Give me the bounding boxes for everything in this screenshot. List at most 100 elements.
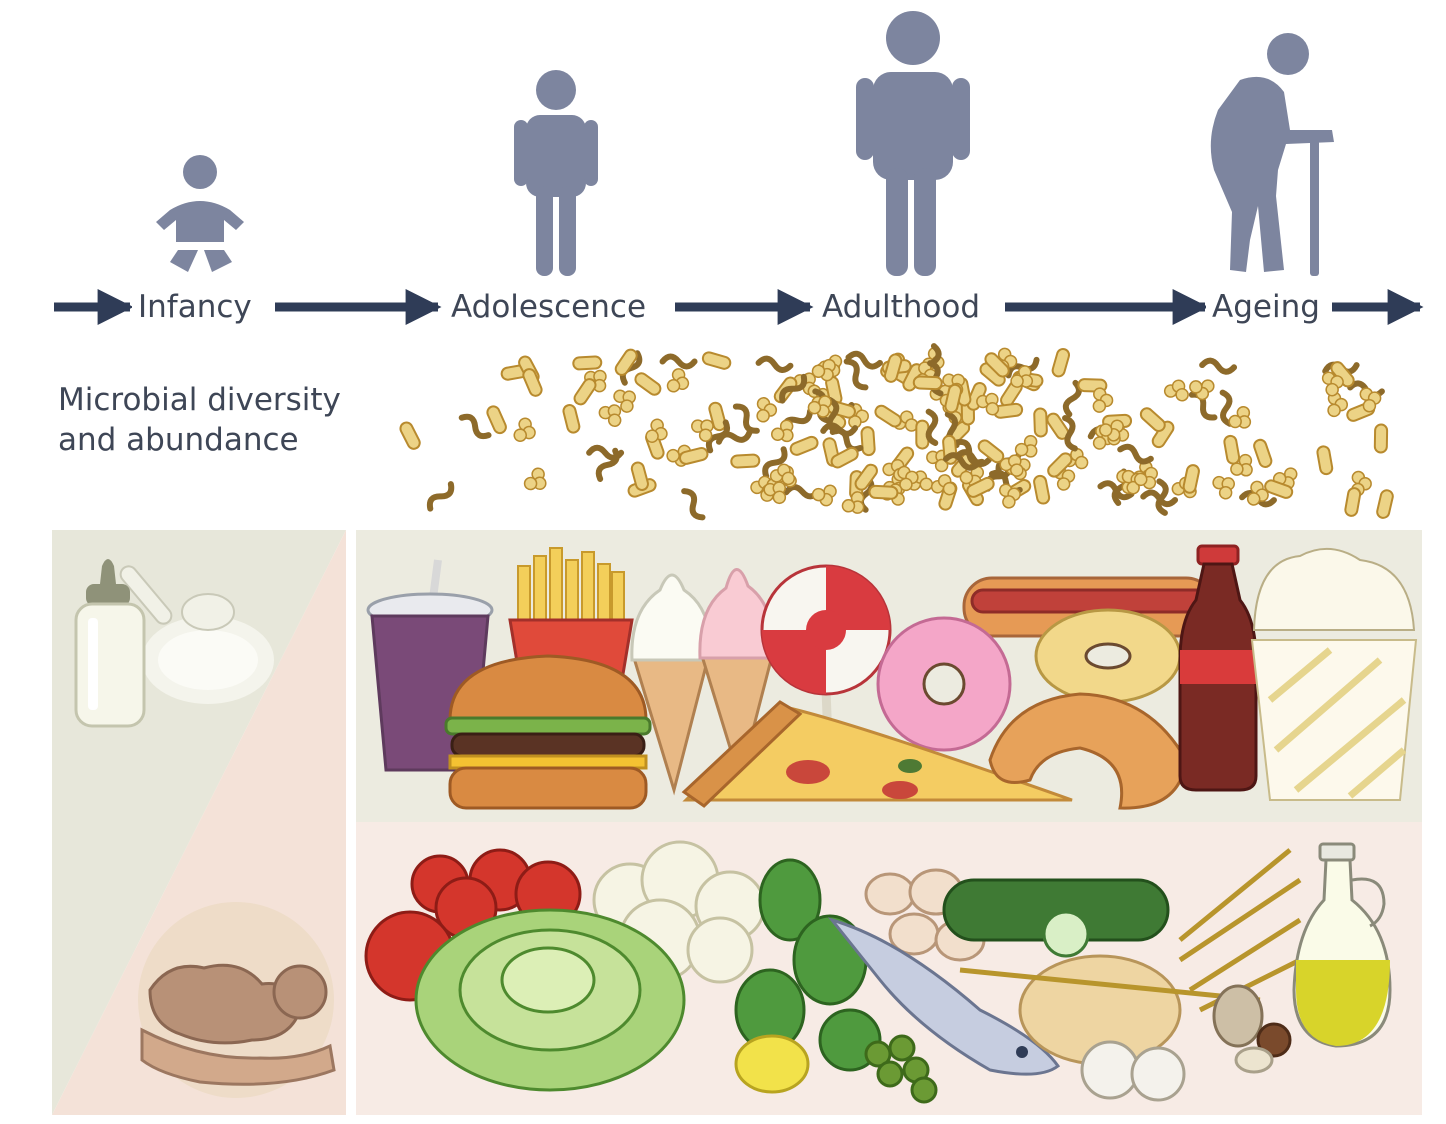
microbe bbox=[1359, 387, 1382, 413]
lettuce-icon bbox=[414, 908, 686, 1092]
microbe bbox=[630, 461, 649, 491]
stage-label-adolescence: Adolescence bbox=[445, 286, 653, 328]
croissant-icon bbox=[988, 692, 1188, 810]
donut-icon bbox=[1034, 608, 1182, 704]
microbe bbox=[1253, 438, 1273, 468]
infant-feeding-panel bbox=[52, 530, 346, 1115]
microbe bbox=[820, 422, 859, 437]
microbe bbox=[1228, 405, 1252, 429]
baby-icon bbox=[156, 155, 244, 272]
microbe bbox=[1212, 475, 1235, 500]
microbe bbox=[1140, 489, 1179, 508]
microbe bbox=[1373, 423, 1389, 454]
stage-label-adulthood: Adulthood bbox=[816, 286, 987, 328]
garlic-icon bbox=[1080, 1040, 1186, 1102]
formula-scoop-icon bbox=[119, 565, 274, 704]
microbe bbox=[944, 383, 962, 414]
microbe bbox=[399, 421, 421, 450]
microbe bbox=[1182, 464, 1200, 494]
microbe-label: Microbial diversity and abundance bbox=[58, 380, 341, 460]
lemon-icon bbox=[734, 1034, 810, 1094]
burger-icon bbox=[444, 654, 652, 810]
microbe bbox=[1327, 391, 1349, 418]
microbe bbox=[659, 353, 698, 370]
microbe bbox=[925, 408, 939, 446]
microbe bbox=[999, 483, 1021, 509]
microbe bbox=[883, 353, 903, 383]
microbe bbox=[807, 395, 832, 418]
microbe bbox=[1316, 445, 1334, 476]
microbe-label-line2: and abundance bbox=[58, 422, 299, 458]
microbe bbox=[897, 465, 919, 492]
microbe bbox=[930, 474, 957, 496]
microbe bbox=[666, 368, 690, 393]
microbe bbox=[613, 389, 636, 413]
microbe bbox=[1133, 466, 1158, 490]
olive-oil-bottle-icon bbox=[1292, 842, 1392, 1048]
fish-icon bbox=[827, 917, 1061, 1076]
microbe bbox=[708, 401, 727, 432]
stage-label-infancy: Infancy bbox=[132, 286, 258, 328]
microbe bbox=[634, 372, 662, 396]
microbe bbox=[681, 488, 706, 521]
microbe bbox=[789, 435, 819, 456]
stage-label-ageing: Ageing bbox=[1206, 286, 1326, 328]
healthy-foods bbox=[364, 840, 1392, 1104]
microbe bbox=[841, 491, 865, 514]
microbe bbox=[843, 358, 869, 391]
microbe bbox=[1219, 389, 1233, 427]
microbe bbox=[1344, 487, 1362, 517]
ice-cream-cone-icon bbox=[630, 568, 776, 796]
popcorn-icon bbox=[1250, 547, 1418, 801]
eggs-icon bbox=[864, 868, 986, 962]
microbe bbox=[756, 397, 778, 423]
microbe bbox=[1321, 371, 1344, 397]
microbe bbox=[732, 403, 760, 434]
wheat-icon bbox=[959, 848, 1302, 1013]
microbe bbox=[1230, 453, 1253, 477]
microbe bbox=[811, 358, 836, 382]
microbe bbox=[522, 368, 543, 397]
baby-bottle-icon bbox=[74, 559, 146, 728]
cauliflower-icon bbox=[592, 840, 766, 984]
microbe bbox=[1246, 480, 1269, 506]
microbe bbox=[1033, 474, 1051, 505]
microbe bbox=[942, 452, 981, 471]
microbe bbox=[954, 449, 992, 467]
microbe bbox=[1097, 480, 1135, 501]
microbe bbox=[1199, 357, 1238, 375]
microbe bbox=[1117, 443, 1154, 465]
microbe bbox=[513, 417, 536, 442]
microbe bbox=[1163, 379, 1189, 402]
microbe bbox=[614, 348, 638, 376]
microbe bbox=[1051, 348, 1071, 378]
microbe bbox=[562, 404, 581, 434]
breastfeeding-icon bbox=[138, 902, 336, 1098]
microbe bbox=[966, 476, 995, 498]
microbe bbox=[976, 392, 1000, 416]
microbe bbox=[586, 444, 625, 461]
microbe bbox=[678, 447, 709, 465]
microbe bbox=[426, 481, 455, 512]
microbe bbox=[811, 484, 837, 507]
nuts-icon bbox=[1212, 984, 1292, 1074]
microbe bbox=[619, 350, 643, 386]
microbe bbox=[1014, 434, 1038, 458]
processed-foods bbox=[366, 544, 1418, 810]
microbe bbox=[598, 404, 622, 427]
microbe bbox=[769, 463, 796, 486]
microbe bbox=[1189, 379, 1215, 401]
microbe bbox=[701, 351, 732, 370]
microbe bbox=[572, 355, 603, 371]
microbe-cloud bbox=[399, 343, 1394, 521]
microbe bbox=[845, 350, 883, 370]
microbe bbox=[912, 375, 943, 391]
microbe bbox=[573, 378, 597, 406]
microbe bbox=[1223, 434, 1241, 465]
microbe bbox=[1062, 415, 1078, 452]
microbe bbox=[830, 446, 859, 469]
microbe bbox=[1139, 407, 1166, 432]
microbe bbox=[1010, 365, 1034, 388]
adolescent-icon bbox=[514, 70, 598, 276]
